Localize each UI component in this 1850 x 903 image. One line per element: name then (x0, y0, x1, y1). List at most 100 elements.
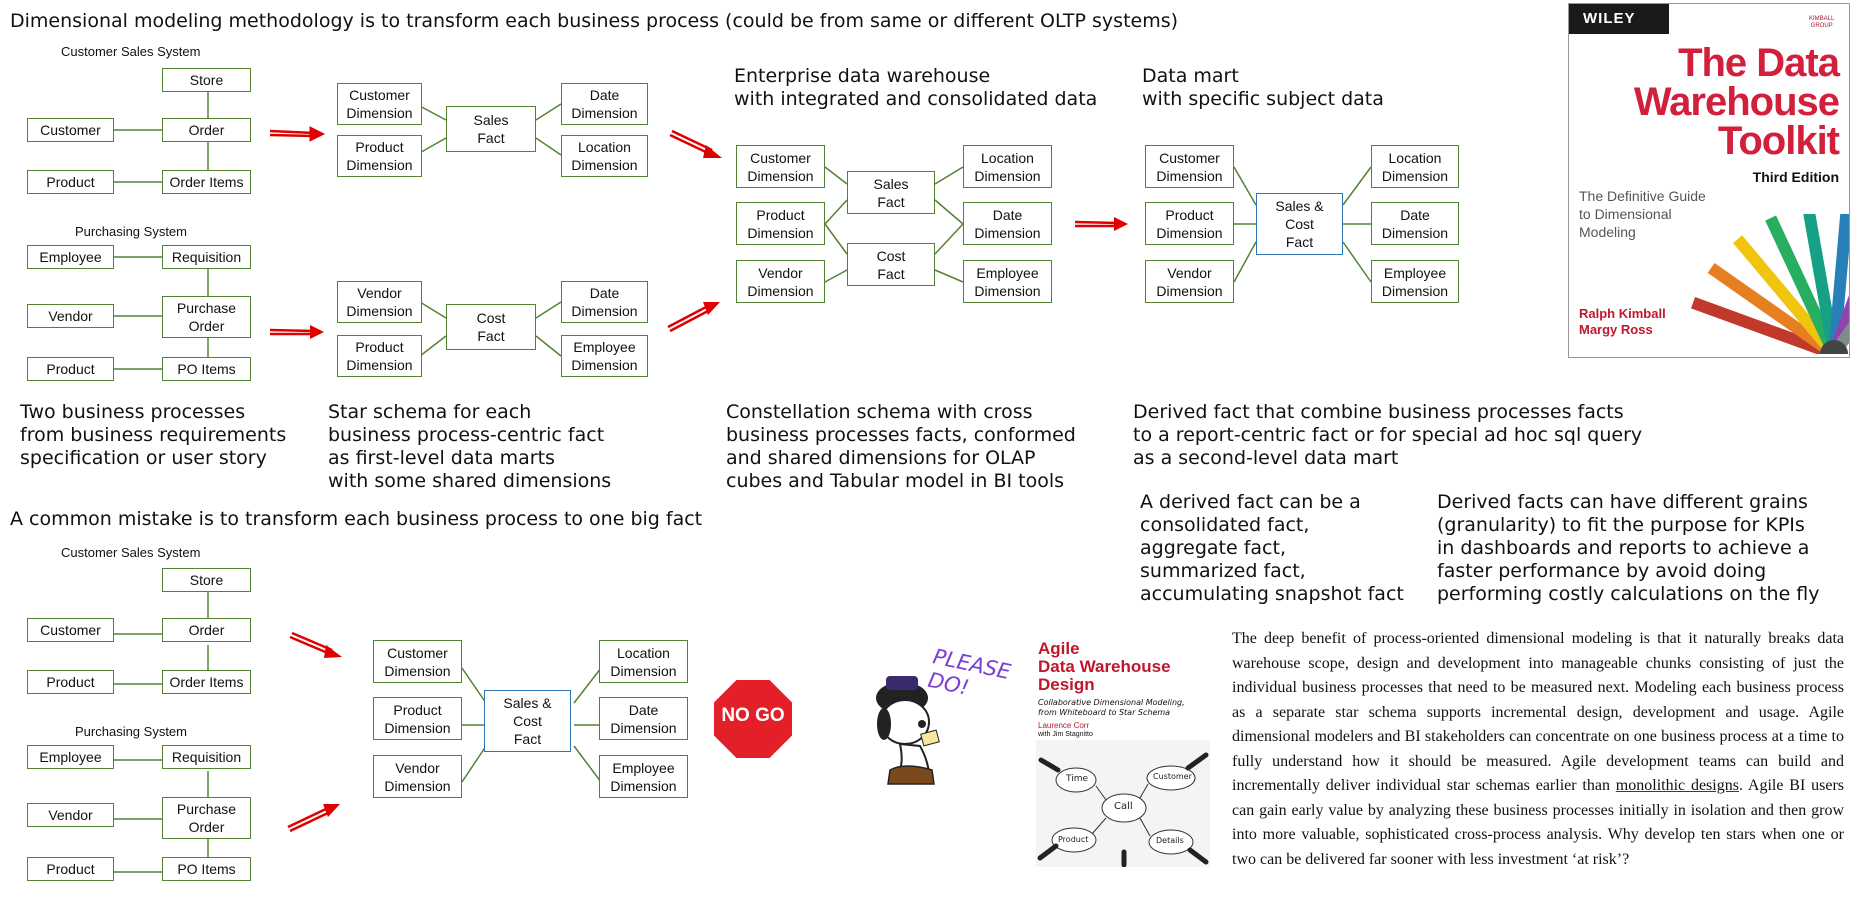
red-arrow-5 (1074, 217, 1128, 231)
red-arrow-6 (289, 631, 342, 658)
star-cost-product-dim: Product Dimension (337, 335, 422, 377)
oltp-product: Product (27, 170, 114, 194)
oltp-purchase-order-2: Purchase Order (162, 797, 251, 839)
oltp-sales-top-lines (113, 80, 209, 183)
oltp-requisition-2: Requisition (162, 745, 251, 769)
wiley-band (1569, 4, 1669, 34)
caption-two-processes: Two business processes from business req… (20, 401, 287, 469)
const-sales-fact: Sales Fact (847, 171, 935, 214)
caption-derived: Derived fact that combine business proce… (1133, 401, 1643, 469)
star-sales-fact: Sales Fact (446, 106, 536, 152)
toolkit-edition: Third Edition (1752, 169, 1839, 185)
mart-location-dim: Location Dimension (1371, 145, 1459, 188)
bigfact-customer-dim: Customer Dimension (373, 640, 462, 683)
wiley-logo: WILEY (1583, 10, 1636, 27)
oltp-store: Store (162, 68, 251, 92)
edw-heading: Enterprise data warehouse with integrate… (734, 65, 1098, 110)
const-employee-dim: Employee Dimension (963, 260, 1052, 303)
bubble-time: Time (1066, 774, 1089, 784)
oltp-customer: Customer (27, 118, 114, 142)
oltp-employee-2: Employee (27, 745, 114, 769)
agile-title: Agile Data Warehouse Design (1038, 640, 1171, 694)
bubble-details: Details (1156, 836, 1184, 845)
snoopy-illustration (876, 676, 940, 785)
oltp-purchase-order: Purchase Order (162, 296, 251, 338)
const-cost-fact: Cost Fact (847, 243, 935, 286)
paragraph-text-2: . Agile BI users can gain early value by… (1232, 777, 1845, 868)
oltp-employee: Employee (27, 245, 114, 269)
oltp-order: Order (162, 118, 251, 142)
intro-heading: Dimensional modeling methodology is to t… (10, 10, 1179, 32)
star-cost-fact: Cost Fact (446, 304, 536, 350)
system-label-sales-2: Customer Sales System (61, 545, 201, 560)
stop-sign-icon (712, 678, 794, 760)
oltp-vendor: Vendor (27, 304, 114, 328)
oltp-order-items-2: Order Items (162, 670, 251, 694)
system-label-purchasing-2: Purchasing System (75, 724, 187, 739)
agile-author: Laurence Corr (1038, 721, 1090, 730)
star-sales-date-dim: Date Dimension (561, 83, 648, 125)
toolkit-authors: Ralph Kimball Margy Ross (1579, 306, 1666, 337)
const-product-dim: Product Dimension (736, 202, 825, 245)
oltp-po-items-2: PO Items (162, 857, 251, 881)
monolithic-designs-link[interactable]: monolithic designs (1615, 777, 1739, 794)
star-cost-date-dim: Date Dimension (561, 281, 648, 323)
star-cost-employee-dim: Employee Dimension (561, 335, 648, 377)
datamart-heading: Data mart with specific subject data (1142, 65, 1384, 110)
color-swatch-fan (1690, 214, 1849, 354)
agile-subtitle: Collaborative Dimensional Modeling, from… (1038, 698, 1185, 717)
book-agile-cover: Agile Data Warehouse Design Collaborativ… (1036, 640, 1210, 867)
toolkit-title: The Data Warehouse Toolkit (1633, 41, 1840, 163)
oltp-requisition: Requisition (162, 245, 251, 269)
book-toolkit-cover: WILEY KIMBALL GROUP The Data Warehouse T… (1568, 3, 1850, 358)
body-paragraph: The deep benefit of process-oriented dim… (1232, 627, 1844, 872)
oltp-order-2: Order (162, 618, 251, 642)
mart-product-dim: Product Dimension (1145, 202, 1234, 245)
kimball-logo: KIMBALL GROUP (1809, 16, 1835, 29)
red-arrow-4 (667, 302, 720, 333)
oltp-order-items: Order Items (162, 170, 251, 194)
bigfact-date-dim: Date Dimension (599, 697, 688, 740)
mart-sales-cost-fact: Sales & Cost Fact (1256, 193, 1343, 255)
red-arrow-7 (287, 804, 340, 833)
star-sales-customer-dim: Customer Dimension (337, 83, 422, 125)
star-sales-location-dim: Location Dimension (561, 135, 648, 177)
stop-sign-text: NO GO (721, 705, 785, 726)
bigfact-sales-cost-fact: Sales & Cost Fact (484, 690, 571, 752)
caption-derived-kinds: A derived fact can be a consolidated fac… (1140, 491, 1404, 605)
caption-star-schema: Star schema for each business process-ce… (328, 401, 612, 492)
paragraph-text-1: The deep benefit of process-oriented dim… (1232, 630, 1844, 794)
oltp-purch-top-lines (113, 256, 209, 370)
system-label-purchasing: Purchasing System (75, 224, 187, 239)
oltp-vendor-2: Vendor (27, 803, 114, 827)
oltp-customer-2: Customer (27, 618, 114, 642)
bubble-product: Product (1058, 835, 1089, 844)
mistake-heading: A common mistake is to transform each bu… (10, 508, 703, 530)
const-customer-dim: Customer Dimension (736, 145, 825, 188)
bigfact-vendor-dim: Vendor Dimension (373, 755, 462, 798)
constellation-lines (824, 166, 964, 283)
const-vendor-dim: Vendor Dimension (736, 260, 825, 303)
bigfact-location-dim: Location Dimension (599, 640, 688, 683)
bigfact-employee-dim: Employee Dimension (599, 755, 688, 798)
star-cost-vendor-dim: Vendor Dimension (337, 281, 422, 323)
oltp-product-4: Product (27, 857, 114, 881)
bigfact-lines (461, 667, 602, 783)
bigfact-product-dim: Product Dimension (373, 697, 462, 740)
star-sales-product-dim: Product Dimension (337, 135, 422, 177)
mart-customer-dim: Customer Dimension (1145, 145, 1234, 188)
const-date-dim: Date Dimension (963, 202, 1052, 245)
system-label-sales: Customer Sales System (61, 44, 201, 59)
agile-coauthor: with Jim Stagnitto (1038, 731, 1093, 738)
mart-employee-dim: Employee Dimension (1371, 260, 1459, 303)
caption-constellation: Constellation schema with cross business… (726, 401, 1076, 492)
red-arrow-3 (669, 129, 722, 158)
const-location-dim: Location Dimension (963, 145, 1052, 188)
red-arrow-2 (269, 325, 324, 339)
oltp-po-items: PO Items (162, 357, 251, 381)
datamart-lines (1233, 166, 1372, 283)
whiteboard-sketch (1036, 740, 1210, 867)
toolkit-subtitle: The Definitive Guide to Dimensional Mode… (1579, 188, 1706, 240)
oltp-product-2: Product (27, 357, 114, 381)
red-arrow-1 (269, 126, 326, 142)
